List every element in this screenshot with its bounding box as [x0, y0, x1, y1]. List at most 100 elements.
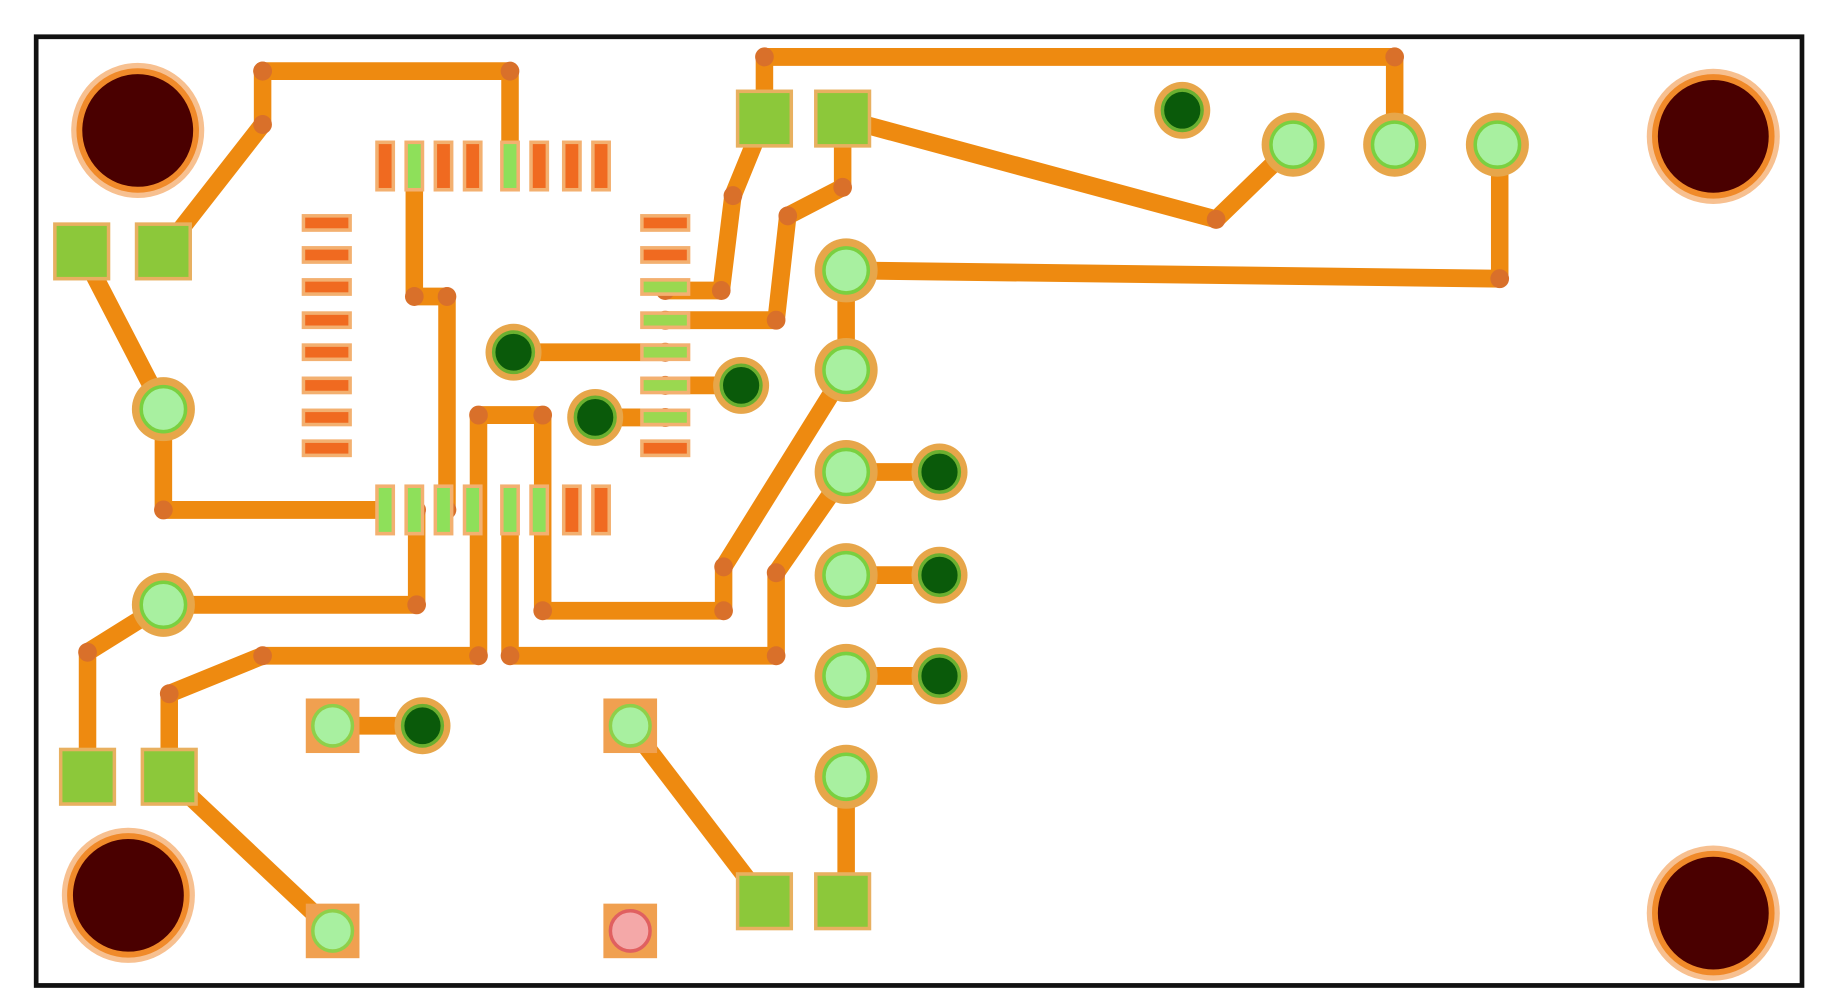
- smd-pad: [462, 484, 483, 536]
- round-pad: [139, 384, 188, 434]
- smd-pad: [640, 278, 691, 296]
- smd-pad: [301, 278, 352, 296]
- round-pad: [1269, 120, 1318, 169]
- smd-pad: [301, 343, 352, 362]
- trace-node: [1206, 209, 1226, 229]
- trace-node: [723, 186, 743, 206]
- trace-node: [833, 177, 852, 197]
- via: [917, 553, 962, 598]
- trace-node: [766, 563, 786, 583]
- trace-node: [533, 405, 553, 425]
- square-pad: [134, 222, 192, 281]
- trace-node: [1490, 269, 1510, 289]
- square-pad: [53, 222, 111, 281]
- round-pad: [822, 651, 871, 701]
- smd-pad: [301, 311, 352, 330]
- trace-node: [755, 47, 774, 67]
- smd-pad: [375, 484, 396, 536]
- trace-node: [1385, 47, 1405, 67]
- round-pad: [822, 447, 871, 497]
- smd-pad: [301, 439, 352, 458]
- pads: [53, 81, 1529, 959]
- mounting-hole: [67, 833, 190, 958]
- via: [1160, 88, 1204, 133]
- smd-pad: [640, 343, 691, 362]
- via: [719, 363, 763, 408]
- smd-pad: [375, 140, 396, 192]
- smd-pad: [301, 246, 352, 264]
- square-pad: [58, 747, 117, 806]
- square-pad: [140, 747, 198, 806]
- trace-node: [766, 646, 786, 666]
- square-pad: [735, 872, 794, 931]
- smd-pad: [591, 484, 611, 536]
- round-pad: [1370, 120, 1419, 169]
- square-pad: [814, 872, 872, 931]
- smd-pad: [640, 311, 691, 330]
- pad-center: [608, 703, 652, 748]
- smd-pad: [640, 246, 691, 264]
- trace-node: [154, 500, 173, 520]
- smd-pad: [301, 408, 352, 427]
- trace-node: [253, 61, 272, 81]
- smd-pad: [404, 484, 425, 536]
- trace-node: [407, 595, 426, 615]
- smd-pad: [561, 484, 582, 536]
- trace-node: [469, 646, 488, 666]
- smd-pad: [640, 408, 691, 427]
- smd-pads: [301, 140, 691, 536]
- via: [917, 450, 962, 494]
- pad-center: [608, 908, 652, 953]
- pad-center: [311, 703, 355, 748]
- via: [400, 703, 445, 748]
- trace-node: [766, 310, 786, 330]
- mounting-holes: [61, 62, 1780, 981]
- trace-node: [78, 642, 97, 662]
- round-pad: [822, 550, 871, 600]
- mounting-hole: [1652, 74, 1775, 199]
- trace: [160, 365, 854, 777]
- smd-pad: [301, 214, 352, 232]
- smd-pad: [640, 214, 691, 232]
- smd-pad: [529, 484, 550, 536]
- mounting-hole: [1652, 850, 1775, 976]
- trace-node: [437, 286, 457, 306]
- smd-pad: [433, 484, 454, 536]
- trace-node: [253, 646, 272, 666]
- smd-pad: [640, 439, 691, 458]
- trace: [73, 247, 386, 519]
- smd-pad: [301, 376, 352, 395]
- smd-pad: [561, 140, 582, 192]
- trace-node: [159, 684, 179, 704]
- trace-node: [778, 206, 798, 226]
- smd-pad: [500, 484, 520, 536]
- round-pad: [822, 246, 871, 295]
- smd-pad: [433, 140, 454, 192]
- trace-node: [711, 281, 731, 301]
- trace-node: [404, 286, 424, 306]
- pad-center: [311, 908, 355, 953]
- square-pad: [735, 89, 794, 148]
- round-pad: [822, 752, 871, 802]
- round-pad: [139, 580, 188, 630]
- trace: [623, 720, 772, 907]
- trace: [405, 166, 456, 510]
- via: [573, 395, 617, 440]
- trace-node: [714, 601, 733, 621]
- round-pad: [822, 345, 871, 395]
- trace-node: [714, 557, 733, 577]
- smd-pad: [529, 140, 550, 192]
- smd-pad: [500, 140, 520, 192]
- smd-pad: [591, 140, 611, 192]
- trace-node: [500, 646, 520, 666]
- smd-pad: [462, 140, 483, 192]
- trace-node: [469, 405, 488, 425]
- smd-pad: [404, 140, 425, 192]
- trace-node: [253, 115, 272, 135]
- trace-node: [500, 61, 520, 81]
- round-pad: [1473, 120, 1522, 169]
- via: [917, 654, 962, 698]
- mounting-hole: [76, 68, 199, 193]
- via: [491, 330, 536, 375]
